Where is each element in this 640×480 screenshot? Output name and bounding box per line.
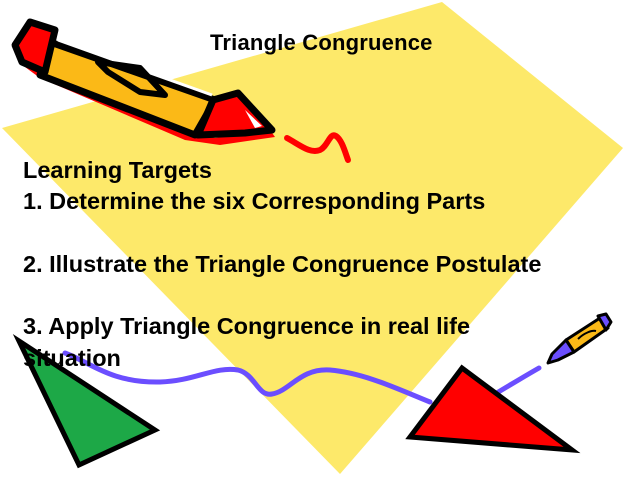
- target-3-continuation: situation: [23, 344, 121, 371]
- red-triangle: [405, 364, 581, 454]
- large-pencil-icon: [11, 18, 276, 145]
- blank-line: [23, 218, 541, 249]
- purple-curve-line: [62, 350, 433, 405]
- purple-curve-line-end: [492, 365, 542, 397]
- blank-line: [23, 280, 541, 311]
- slide-title: Triangle Congruence: [210, 30, 433, 55]
- small-pencil-icon: [546, 312, 613, 365]
- learning-targets-heading: Learning Targets: [23, 157, 212, 183]
- learning-targets-block: Learning Targets 1. Determine the six Co…: [23, 155, 541, 374]
- target-1: 1. Determine the six Corresponding Parts: [23, 188, 486, 215]
- target-2: 2. Illustrate the Triangle Congruence Po…: [23, 250, 542, 277]
- target-3: 3. Apply Triangle Congruence in real lif…: [23, 313, 471, 340]
- green-triangle: [12, 333, 161, 469]
- red-squiggle-line: [284, 132, 351, 163]
